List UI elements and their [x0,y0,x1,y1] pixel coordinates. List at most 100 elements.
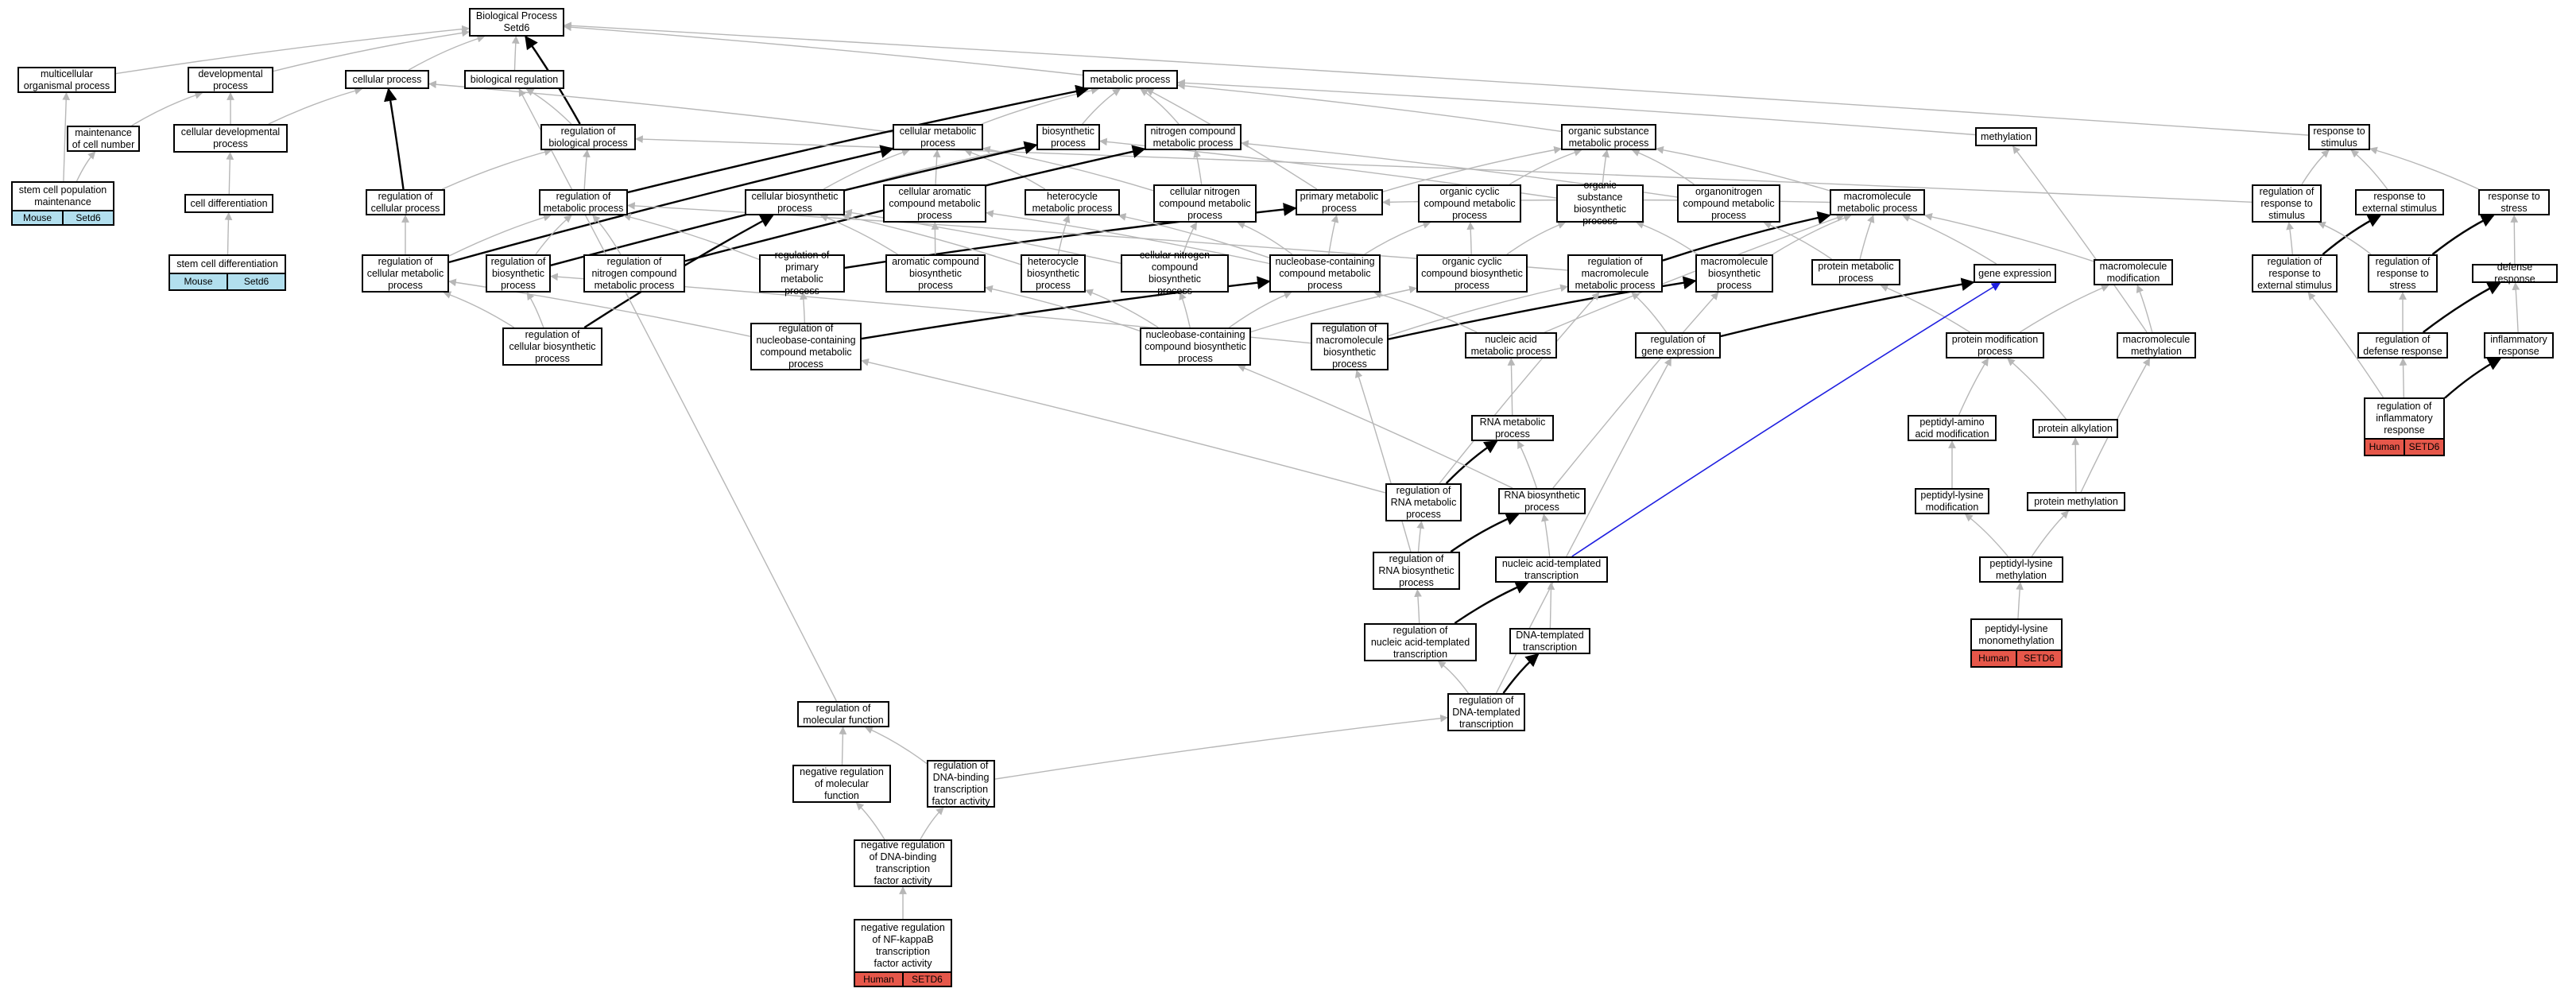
go-term-multi[interactable]: multicellular organismal process [17,67,116,93]
edge-negregdna-to-negregmol [855,802,885,840]
go-term-regcellbio[interactable]: regulation of cellular biosynthetic proc… [502,327,602,366]
go-term-regmolfun[interactable]: regulation of molecular function [797,701,889,727]
go-term-celldiff[interactable]: cell differentiation [184,194,273,213]
edge-hetbio-to-cellbio [841,213,1021,265]
go-term-respext[interactable]: response to external stimulus [2355,189,2444,215]
go-term-regnitro[interactable]: regulation of nitrogen compound metaboli… [583,254,685,293]
go-term-organonitro[interactable]: organonitrogen compound metabolic proces… [1677,184,1780,223]
go-term-protmod[interactable]: protein modification process [1946,332,2044,358]
go-term-hetmet[interactable]: heterocycle metabolic process [1025,189,1120,215]
go-term-breg[interactable]: biological regulation [464,70,564,89]
go-term-macromet[interactable]: macromolecule metabolic process [1830,189,1925,215]
go-term-regdnatrans[interactable]: regulation of DNA-templated transcriptio… [1447,693,1525,731]
go-term-protmet[interactable]: protein metabolic process [1811,259,1900,285]
go-term-regcell[interactable]: regulation of cellular process [366,189,445,215]
go-term-peptaa[interactable]: peptidyl-amino acid modification [1908,415,1997,441]
edge-protmet-to-macromet [1859,215,1875,260]
go-term-cellp[interactable]: cellular process [345,70,429,89]
go-term-resp[interactable]: response to stimulus [2308,124,2370,150]
edge-cellarom-to-cellmet [932,149,941,185]
go-term-inflam[interactable]: inflammatory response [2484,332,2554,358]
go-term-cellnitro[interactable]: cellular nitrogen compound metabolic pro… [1153,184,1257,223]
go-term-rnabio[interactable]: RNA biosynthetic process [1498,488,1586,514]
go-term-regrnabio[interactable]: regulation of RNA biosynthetic process [1373,552,1460,590]
go-term-reggene[interactable]: regulation of gene expression [1635,332,1721,358]
go-term-methyl[interactable]: methylation [1975,127,2037,146]
go-term-negregmol[interactable]: negative regulation of molecular functio… [792,765,891,803]
go-term-orgcycb[interactable]: organic cyclic compound biosynthetic pro… [1416,254,1528,293]
go-term-orgsub[interactable]: organic substance metabolic process [1561,124,1656,150]
edge-cellp-to-bp [408,34,486,71]
edge-hetmet-to-cellmet [964,149,1046,190]
edge-reginflam-to-regdef [2399,358,2407,398]
go-term-respstress[interactable]: response to stress [2478,189,2550,215]
go-term-regmet[interactable]: regulation of metabolic process [539,189,628,215]
edge-negregdna-to-regdnabind [920,807,944,840]
go-term-dev[interactable]: developmental process [188,67,273,93]
go-term-regrespext[interactable]: regulation of response to external stimu… [2252,254,2338,293]
go-term-celldev[interactable]: cellular developmental process [173,124,288,153]
go-term-regmacmet[interactable]: regulation of macromolecule metabolic pr… [1567,254,1663,293]
go-term-metab[interactable]: metabolic process [1083,70,1178,89]
go-term-negnfkb[interactable]: negative regulation of NF-kappaB transcr… [854,919,952,987]
go-term-defresp[interactable]: defense response [2472,262,2558,285]
edge-rnabio-to-macrobio [1552,292,1719,489]
edge-peptlysmeth-to-peptlys [1964,514,2009,557]
go-term-protmethyl[interactable]: protein methylation [2027,492,2125,511]
go-term-nucmet[interactable]: nucleic acid metabolic process [1465,332,1557,358]
go-term-cellnitrob[interactable]: cellular nitrogen compound biosynthetic … [1121,250,1229,296]
go-term-regdnabind[interactable]: regulation of DNA-binding transcription … [927,760,995,808]
go-term-dnatrans[interactable]: DNA-templated transcription [1509,628,1590,654]
edge-aromb-to-cellbio [819,214,898,255]
go-term-regcellmet[interactable]: regulation of cellular metabolic process [362,254,449,293]
go-term-regnattrans[interactable]: regulation of nucleic acid-templated tra… [1364,623,1477,661]
go-term-macrobio[interactable]: macromolecule biosynthetic process [1695,254,1773,293]
go-term-geneexp[interactable]: gene expression [1974,264,2056,283]
go-term-cellmet[interactable]: cellular metabolic process [893,124,983,150]
go-term-macromethyl[interactable]: macromolecule methylation [2117,332,2196,358]
go-term-regnbc[interactable]: regulation of nucleobase-containing comp… [750,323,862,370]
edge-regnbc-to-regprimet [800,292,808,324]
go-term-cellarom[interactable]: cellular aromatic compound metabolic pro… [883,184,986,223]
edge-regrnabio-to-regrnamet [1416,521,1425,552]
go-term-nbcmet[interactable]: nucleobase-containing compound metabolic… [1269,254,1381,293]
go-term-orgsubbio[interactable]: organic substance biosynthetic process [1556,180,1644,227]
go-term-bp[interactable]: Biological Process Setd6 [469,8,564,37]
go-term-aromb[interactable]: aromatic compound biosynthetic process [885,254,986,293]
go-term-nitro[interactable]: nitrogen compound metabolic process [1145,124,1242,150]
go-term-regmacbio[interactable]: regulation of macromolecule biosynthetic… [1311,323,1389,370]
edge-defresp-to-respstress [2510,215,2519,265]
go-term-regbiosyn[interactable]: regulation of biosynthetic process [486,254,551,293]
go-term-orgcyc[interactable]: organic cyclic compound metabolic proces… [1418,184,1521,223]
go-term-peptlysmeth[interactable]: peptidyl-lysine methylation [1979,556,2063,583]
go-term-primet[interactable]: primary metabolic process [1296,189,1383,215]
edge-nbcmet-to-hetmet [1118,213,1270,258]
go-term-cellbio[interactable]: cellular biosynthetic process [745,189,845,215]
go-term-regprimet[interactable]: regulation of primary metabolic process [759,250,845,296]
go-term-regbio[interactable]: regulation of biological process [540,124,636,150]
go-term-peptlys[interactable]: peptidyl-lysine modification [1915,488,1989,514]
go-term-hetbio[interactable]: heterocycle biosynthetic process [1021,254,1086,293]
go-term-nattrans[interactable]: nucleic acid-templated transcription [1495,556,1608,583]
go-term-regrnamet[interactable]: regulation of RNA metabolic process [1385,483,1462,521]
go-term-biosyn[interactable]: biosynthetic process [1036,124,1100,150]
go-term-negregdna[interactable]: negative regulation of DNA-binding trans… [854,839,952,887]
go-term-maint[interactable]: maintenance of cell number [67,126,140,152]
go-term-regdef[interactable]: regulation of defense response [2357,332,2448,358]
go-term-regrespstress[interactable]: regulation of response to stress [2368,254,2438,293]
go-term-protalk[interactable]: protein alkylation [2032,419,2118,438]
edge-regmet-to-metab [627,84,1090,194]
go-term-nbcbio[interactable]: nucleobase-containing compound biosynthe… [1140,327,1251,366]
go-term-rnamet[interactable]: RNA metabolic process [1471,415,1554,441]
edge-protmod-to-macromod [2019,284,2109,333]
go-term-macromod[interactable]: macromolecule modification [2094,259,2173,285]
go-term-regresp[interactable]: regulation of response to stimulus [2252,184,2322,223]
edge-regcellmet-to-cellmet [448,145,894,264]
edge-reggene-to-geneexp [1720,277,1975,338]
edge-macromet-to-orgsub [1656,145,1830,192]
edge-nattrans-to-geneexp [1571,282,2001,557]
